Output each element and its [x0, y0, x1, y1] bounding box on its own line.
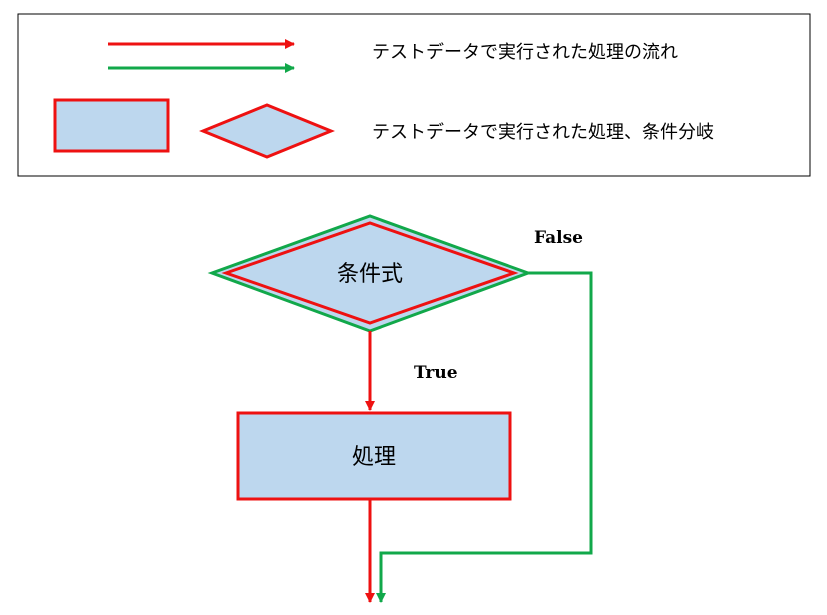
legend-process-shape [53, 98, 170, 153]
condition-node: 条件式 [207, 214, 533, 333]
legend-shape-text: テストデータで実行された処理、条件分岐 [372, 122, 714, 143]
process-label: 処理 [352, 445, 396, 470]
condition-diamond-red-outline [221, 221, 519, 325]
legend: テストデータで実行された処理の流れ テストデータで実行された処理、条件分岐 [17, 13, 811, 177]
condition-label: 条件式 [337, 262, 403, 287]
legend-flow-text: テストデータで実行された処理の流れ [372, 42, 678, 63]
process-box [236, 411, 512, 501]
false-label: False [534, 228, 583, 248]
false-branch-path [376, 271, 593, 603]
true-label: True [414, 363, 458, 383]
process-node: 処理 [236, 411, 512, 501]
legend-decision-shape [199, 103, 335, 159]
